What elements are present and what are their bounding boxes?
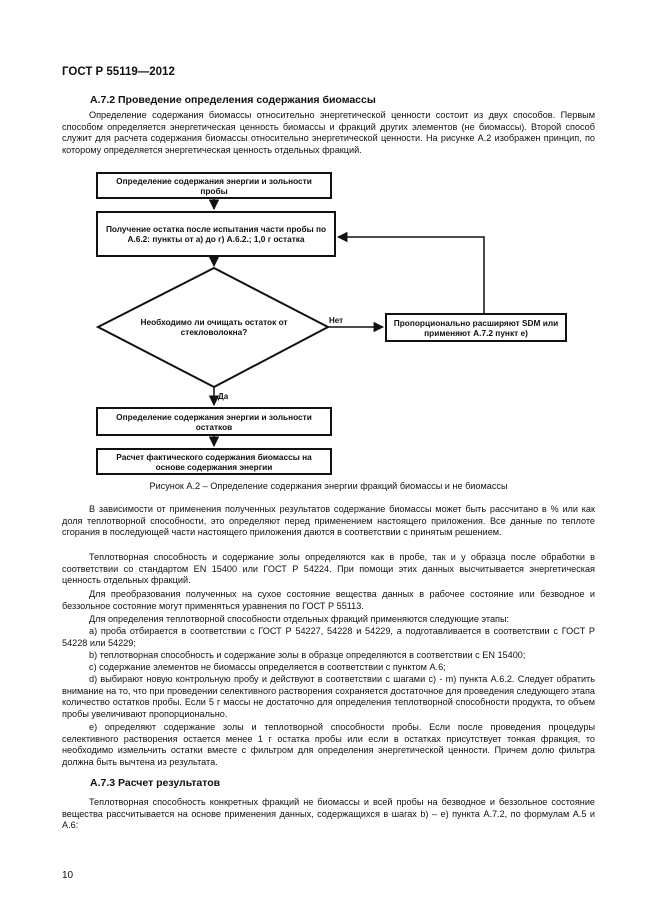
- paragraph-2: Теплотворная способность и содержание зо…: [62, 552, 595, 586]
- paragraph-1: В зависимости от применения полученных р…: [62, 504, 595, 538]
- step-e: е) определяют содержание золы и теплотво…: [62, 722, 595, 767]
- flow-decision-label: Необходимо ли очищать остаток от стеклов…: [140, 317, 288, 337]
- paragraph-4: Для определения теплотворной способности…: [89, 614, 510, 624]
- step-b: b) теплотворная способность и содержание…: [89, 650, 526, 660]
- flow-box-side-sdm: Пропорционально расширяют SDM или примен…: [385, 313, 567, 342]
- step-d: d) выбирают новую контрольную пробу и де…: [62, 674, 595, 719]
- section-a73-text: Теплотворная способность конкретных фрак…: [62, 797, 595, 831]
- section-title-a72: А.7.2 Проведение определения содержания …: [90, 94, 376, 106]
- flow-no-label: Нет: [329, 316, 344, 325]
- flow-yes-label: Да: [218, 392, 229, 401]
- figure-caption: Рисунок А.2 – Определение содержания эне…: [149, 481, 508, 491]
- step-c: c) содержание элементов не биомассы опре…: [89, 662, 446, 672]
- flow-box-energy-ash-residue: Определение содержания энергии и зольнос…: [96, 407, 332, 436]
- document-code: ГОСТ Р 55119—2012: [62, 66, 175, 78]
- flow-box-energy-ash-sample: Определение содержания энергии и зольнос…: [96, 172, 332, 199]
- step-a: а) проба отбирается в соответствии с ГОС…: [62, 626, 595, 648]
- intro-paragraph: Определение содержания биомассы относите…: [62, 110, 595, 155]
- section-title-a73: А.7.3 Расчет результатов: [90, 777, 221, 789]
- flow-box-biomass-calc: Расчет фактического содержания биомассы …: [96, 448, 332, 475]
- paragraph-3: Для преобразования полученных на сухое с…: [62, 589, 595, 611]
- page-number: 10: [62, 870, 74, 881]
- flowchart-connectors: [95, 199, 485, 448]
- flow-box-residue: Получение остатка после испытания части …: [96, 211, 336, 257]
